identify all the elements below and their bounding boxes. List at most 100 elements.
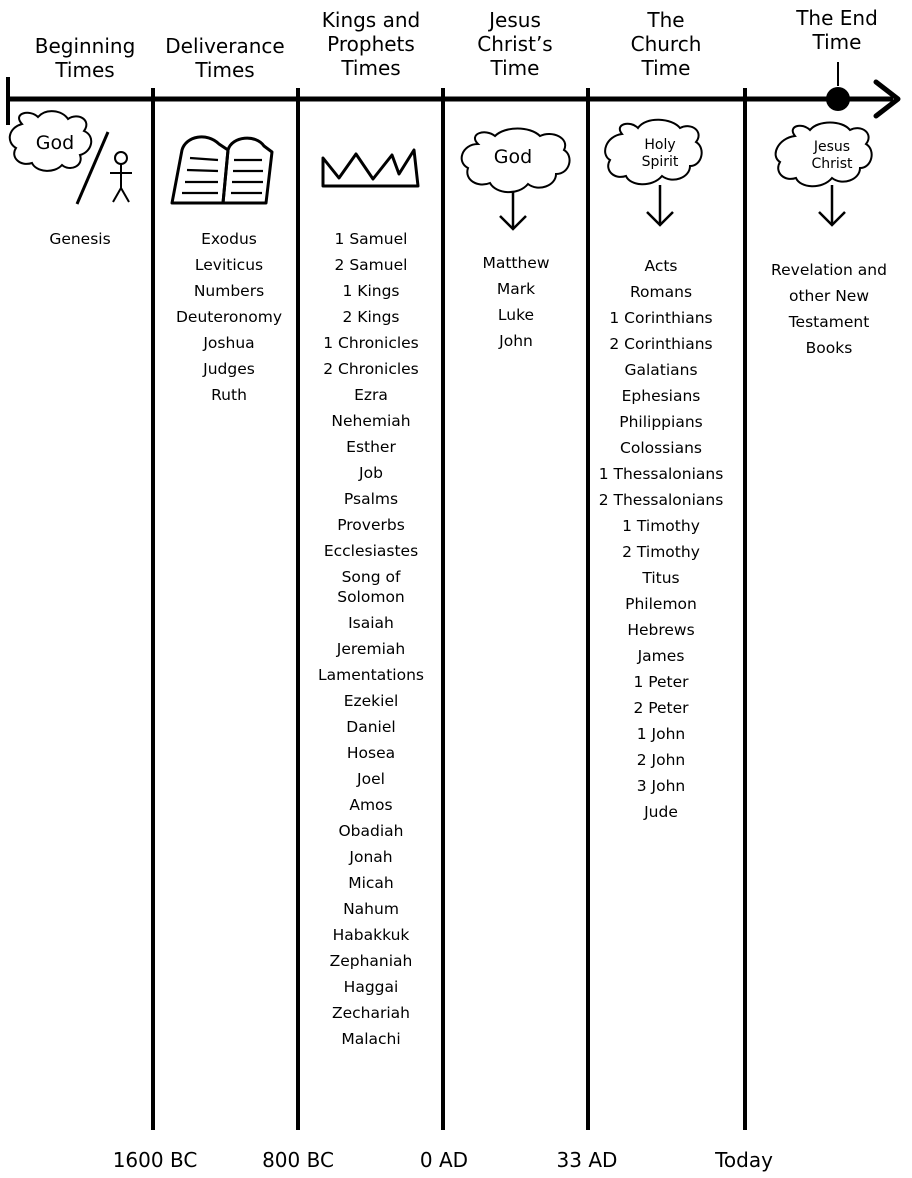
book-name: other New bbox=[788, 287, 870, 305]
cloud-icon bbox=[460, 127, 571, 194]
book-name: Exodus bbox=[201, 230, 257, 248]
book-name: Zechariah bbox=[332, 1004, 410, 1022]
book-name: Genesis bbox=[49, 230, 111, 248]
book-name: Job bbox=[359, 464, 383, 482]
book-name: James bbox=[637, 647, 685, 665]
book-name: Joel bbox=[357, 770, 385, 788]
book-name: Psalms bbox=[343, 490, 399, 508]
cloud-icon bbox=[8, 110, 93, 172]
book-name: 2 Thessalonians bbox=[598, 491, 724, 509]
crown-icon bbox=[321, 148, 420, 188]
book-name: Joshua bbox=[203, 334, 255, 352]
book-name: Nehemiah bbox=[331, 412, 411, 430]
cloud-icon bbox=[774, 121, 873, 188]
date-label: Today bbox=[715, 1148, 773, 1172]
end-time-dot bbox=[826, 87, 850, 111]
book-name: 1 Chronicles bbox=[323, 334, 419, 352]
book-name: Jude bbox=[644, 803, 678, 821]
book-name: Proverbs bbox=[337, 516, 405, 534]
slash-icon bbox=[75, 131, 110, 205]
book-name: Books bbox=[805, 339, 853, 357]
book-name: Ezra bbox=[354, 386, 388, 404]
book-name: Hosea bbox=[346, 744, 396, 762]
down-arrow-icon bbox=[499, 191, 527, 231]
cloud-label-god: God bbox=[35, 132, 75, 154]
book-list-beginning: Genesis bbox=[5, 226, 155, 252]
book-name: 2 Samuel bbox=[334, 256, 408, 274]
book-name: 2 John bbox=[636, 751, 686, 769]
book-name: 2 Peter bbox=[633, 699, 689, 717]
book-name: 2 Timothy bbox=[622, 543, 700, 561]
book-name: 1 Peter bbox=[633, 673, 689, 691]
book-name: Titus bbox=[642, 569, 680, 587]
book-name: Luke bbox=[497, 306, 535, 324]
book-name: Malachi bbox=[341, 1030, 401, 1048]
book-name: Colossians bbox=[620, 439, 702, 457]
book-name: Ezekiel bbox=[343, 692, 399, 710]
book-name: Romans bbox=[629, 283, 693, 301]
book-name: Daniel bbox=[346, 718, 396, 736]
down-arrow-icon bbox=[818, 185, 846, 227]
book-name: 3 John bbox=[636, 777, 686, 795]
book-name: Revelation and bbox=[771, 261, 887, 279]
book-name: Zephaniah bbox=[329, 952, 413, 970]
book-name: Acts bbox=[644, 257, 678, 275]
book-name: Isaiah bbox=[348, 614, 394, 632]
book-name: 1 Corinthians bbox=[609, 309, 713, 327]
book-name: Hebrews bbox=[627, 621, 695, 639]
book-name: Ecclesiastes bbox=[323, 542, 419, 560]
timeline-arrowhead bbox=[873, 79, 901, 119]
book-name: Judges bbox=[203, 360, 255, 378]
book-name: Amos bbox=[349, 796, 393, 814]
person-icon bbox=[110, 151, 132, 203]
book-name: 1 Samuel bbox=[334, 230, 408, 248]
cloud-label-god: God bbox=[493, 146, 533, 168]
book-name: 2 Kings bbox=[342, 308, 400, 326]
book-name: 2 Chronicles bbox=[323, 360, 419, 378]
book-name: Numbers bbox=[193, 282, 265, 300]
book-name: Leviticus bbox=[194, 256, 264, 274]
down-arrow-icon bbox=[646, 185, 674, 227]
book-name: Habakkuk bbox=[332, 926, 410, 944]
book-name: Ruth bbox=[211, 386, 247, 404]
book-name: Testament bbox=[788, 313, 870, 331]
book-name: Matthew bbox=[482, 254, 550, 272]
book-name: 1 John bbox=[636, 725, 686, 743]
date-label: 33 AD bbox=[556, 1148, 618, 1172]
tablets-icon bbox=[170, 135, 274, 205]
book-name: Ephesians bbox=[621, 387, 701, 405]
book-name: Philemon bbox=[625, 595, 697, 613]
book-name: Jonah bbox=[349, 848, 393, 866]
book-name: Galatians bbox=[624, 361, 698, 379]
book-name: Haggai bbox=[343, 978, 399, 996]
book-name: Jeremiah bbox=[336, 640, 406, 658]
book-name: Micah bbox=[348, 874, 394, 892]
book-name: 1 Timothy bbox=[622, 517, 700, 535]
book-name: Song of Solomon bbox=[337, 568, 405, 606]
book-name: John bbox=[499, 332, 533, 350]
book-name: Mark bbox=[496, 280, 536, 298]
book-name: Nahum bbox=[343, 900, 399, 918]
book-name: Philippians bbox=[619, 413, 703, 431]
cloud-icon bbox=[604, 118, 703, 186]
book-name: Obadiah bbox=[338, 822, 404, 840]
date-label: 800 BC bbox=[262, 1148, 334, 1172]
book-name: 2 Corinthians bbox=[609, 335, 713, 353]
book-name: 1 Thessalonians bbox=[598, 465, 724, 483]
date-label: 0 AD bbox=[419, 1148, 469, 1172]
